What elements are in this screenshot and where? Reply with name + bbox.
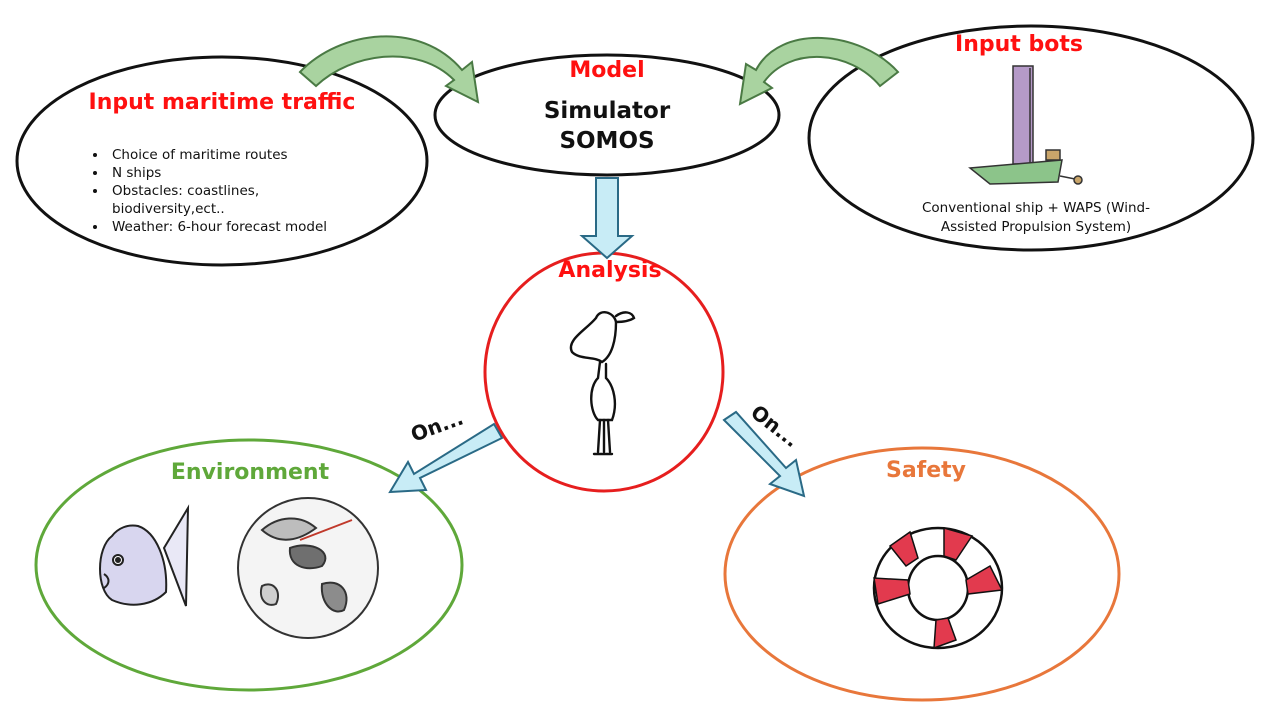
person-sketch [569, 311, 636, 456]
analysis-title: Analysis [558, 258, 662, 283]
input-bots-caption-line1: Conventional ship + WAPS (Wind- [922, 200, 1150, 216]
input-bots-caption-line2: Assisted Propulsion System) [940, 219, 1132, 235]
safety-title: Safety [885, 458, 967, 483]
input-traffic-title: Input maritime traffic [88, 90, 356, 115]
analysis-to-environment-arrow [388, 422, 504, 494]
input-traffic-oval [15, 55, 429, 267]
traffic-item-obstacles-line2: biodiversity,ect.. [112, 201, 225, 217]
input-traffic-list: Choice of maritime routes N ships Obstac… [86, 146, 327, 236]
bots-to-model-arrow [738, 37, 900, 106]
input-bots-title: Input bots [955, 32, 1083, 57]
globe-sketch [237, 497, 379, 639]
traffic-item-weather: Weather: 6-hour forecast model [108, 218, 327, 236]
fish-sketch [99, 504, 190, 607]
traffic-item-obstacles-line1: Obstacles: coastlines, [112, 183, 260, 199]
traffic-item-obstacles: Obstacles: coastlines, biodiversity,ect.. [108, 182, 327, 218]
model-to-analysis-arrow [579, 177, 635, 260]
model-title: Model [569, 58, 645, 83]
analysis-to-safety-arrow [722, 410, 806, 498]
waps-ship-sketch [968, 65, 1083, 185]
model-line-simulator: Simulator [543, 98, 671, 124]
lifebuoy-sketch [872, 526, 1004, 650]
analysis-circle [483, 251, 725, 493]
traffic-to-model-arrow [298, 35, 480, 104]
environment-title: Environment [170, 460, 330, 485]
traffic-item-ships: N ships [108, 164, 327, 182]
traffic-item-routes: Choice of maritime routes [108, 146, 327, 164]
model-oval [433, 53, 781, 177]
model-line-somos: SOMOS [559, 128, 655, 154]
